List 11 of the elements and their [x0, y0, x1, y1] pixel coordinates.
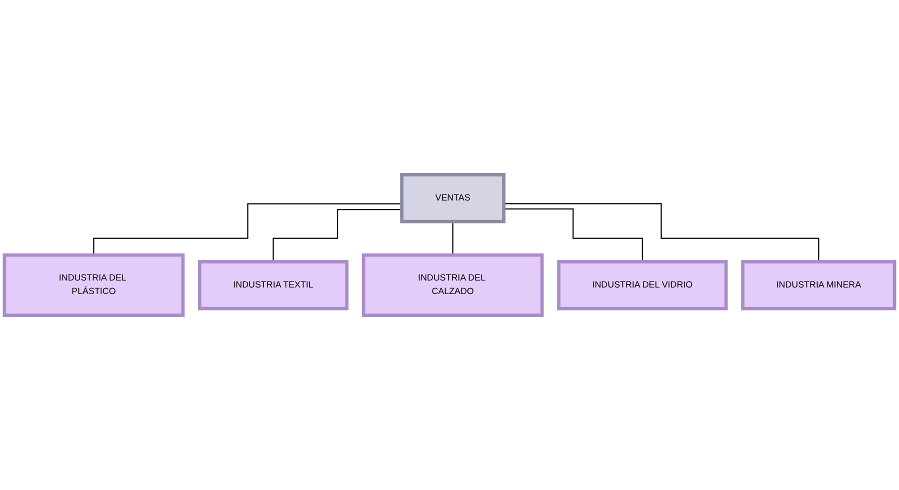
node-box: INDUSTRIA DEL CALZADO [362, 253, 544, 317]
connector [504, 203, 820, 262]
node-box: INDUSTRIA DEL VIDRIO [557, 260, 728, 310]
connector [93, 203, 402, 256]
node-box: INDUSTRIA DEL PLÁSTICO [2, 253, 185, 317]
connector [272, 209, 402, 262]
node-box: VENTAS [400, 173, 506, 224]
connector [504, 208, 643, 262]
node-box: INDUSTRIA MINERA [741, 260, 896, 310]
node-box: INDUSTRIA TEXTIL [198, 260, 348, 310]
connector [452, 221, 454, 256]
